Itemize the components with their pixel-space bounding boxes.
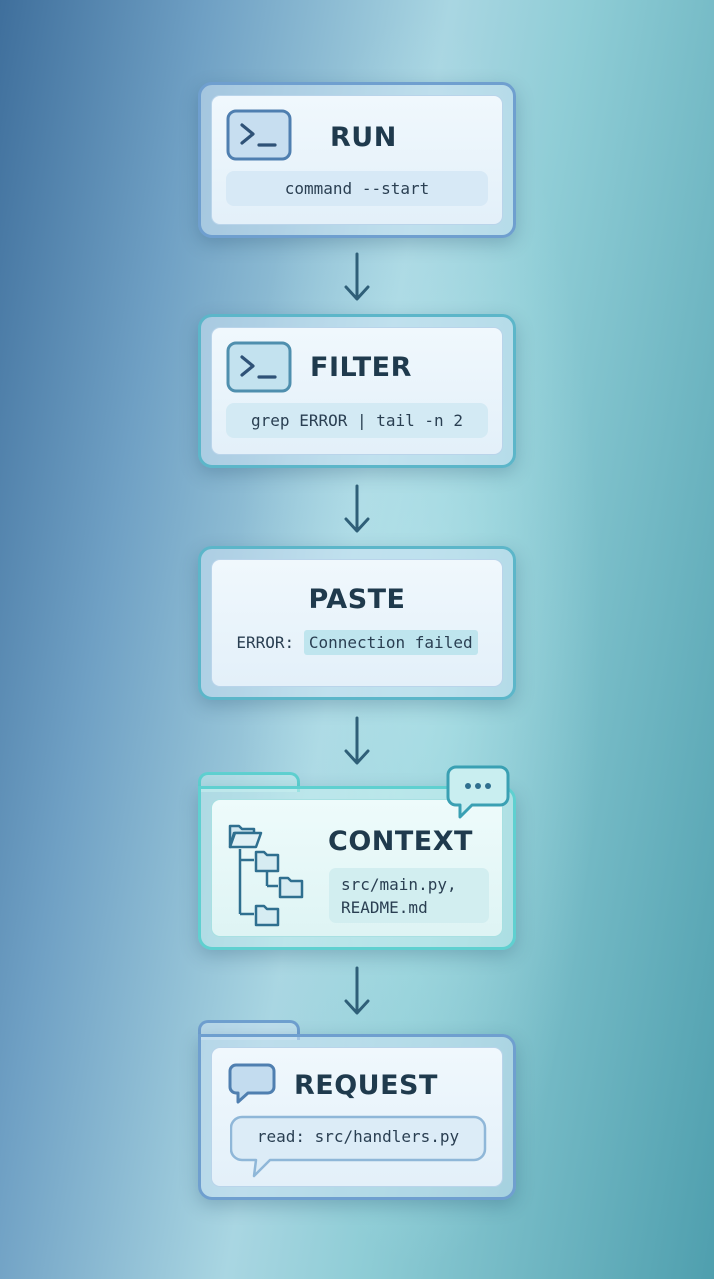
message-icon: [228, 1063, 276, 1104]
error-prefix: ERROR:: [236, 633, 295, 652]
step-paste-card: PASTE ERROR: Connection failed: [198, 546, 516, 700]
error-message: Connection failed: [303, 630, 478, 655]
speech-bubble-outline: [230, 1115, 487, 1178]
step-title: PASTE: [308, 584, 406, 615]
error-line: ERROR: Connection failed: [212, 630, 502, 655]
step-title: FILTER: [310, 352, 412, 383]
file-list: src/main.py, README.md: [329, 868, 489, 923]
down-arrow-icon: [344, 966, 370, 1015]
file-item: README.md: [341, 898, 428, 917]
step-title: CONTEXT: [328, 826, 473, 857]
down-arrow-icon: [344, 484, 370, 533]
request-bubble: read: src/handlers.py: [230, 1115, 487, 1178]
step-filter-card: FILTER grep ERROR | tail -n 2: [198, 314, 516, 468]
folder-tree-icon: [228, 824, 304, 927]
terminal-icon: [226, 341, 292, 393]
command-text: command --start: [226, 171, 488, 206]
down-arrow-icon: [344, 252, 370, 301]
request-text: read: src/handlers.py: [256, 1127, 460, 1146]
step-title: RUN: [330, 122, 397, 153]
step-context-panel: CONTEXT src/main.py, README.md: [211, 799, 503, 937]
step-run-panel: RUN command --start: [211, 95, 503, 225]
chat-bubble-icon: [446, 765, 510, 819]
file-item: src/main.py,: [341, 875, 457, 894]
step-request-card: REQUEST read: src/handlers.py: [198, 1034, 516, 1200]
step-run-card: RUN command --start: [198, 82, 516, 238]
command-text: grep ERROR | tail -n 2: [226, 403, 488, 438]
step-paste-panel: PASTE ERROR: Connection failed: [211, 559, 503, 687]
step-filter-panel: FILTER grep ERROR | tail -n 2: [211, 327, 503, 455]
step-title: REQUEST: [294, 1070, 438, 1101]
down-arrow-icon: [344, 716, 370, 765]
step-request-panel: REQUEST read: src/handlers.py: [211, 1047, 503, 1187]
terminal-icon: [226, 109, 292, 161]
